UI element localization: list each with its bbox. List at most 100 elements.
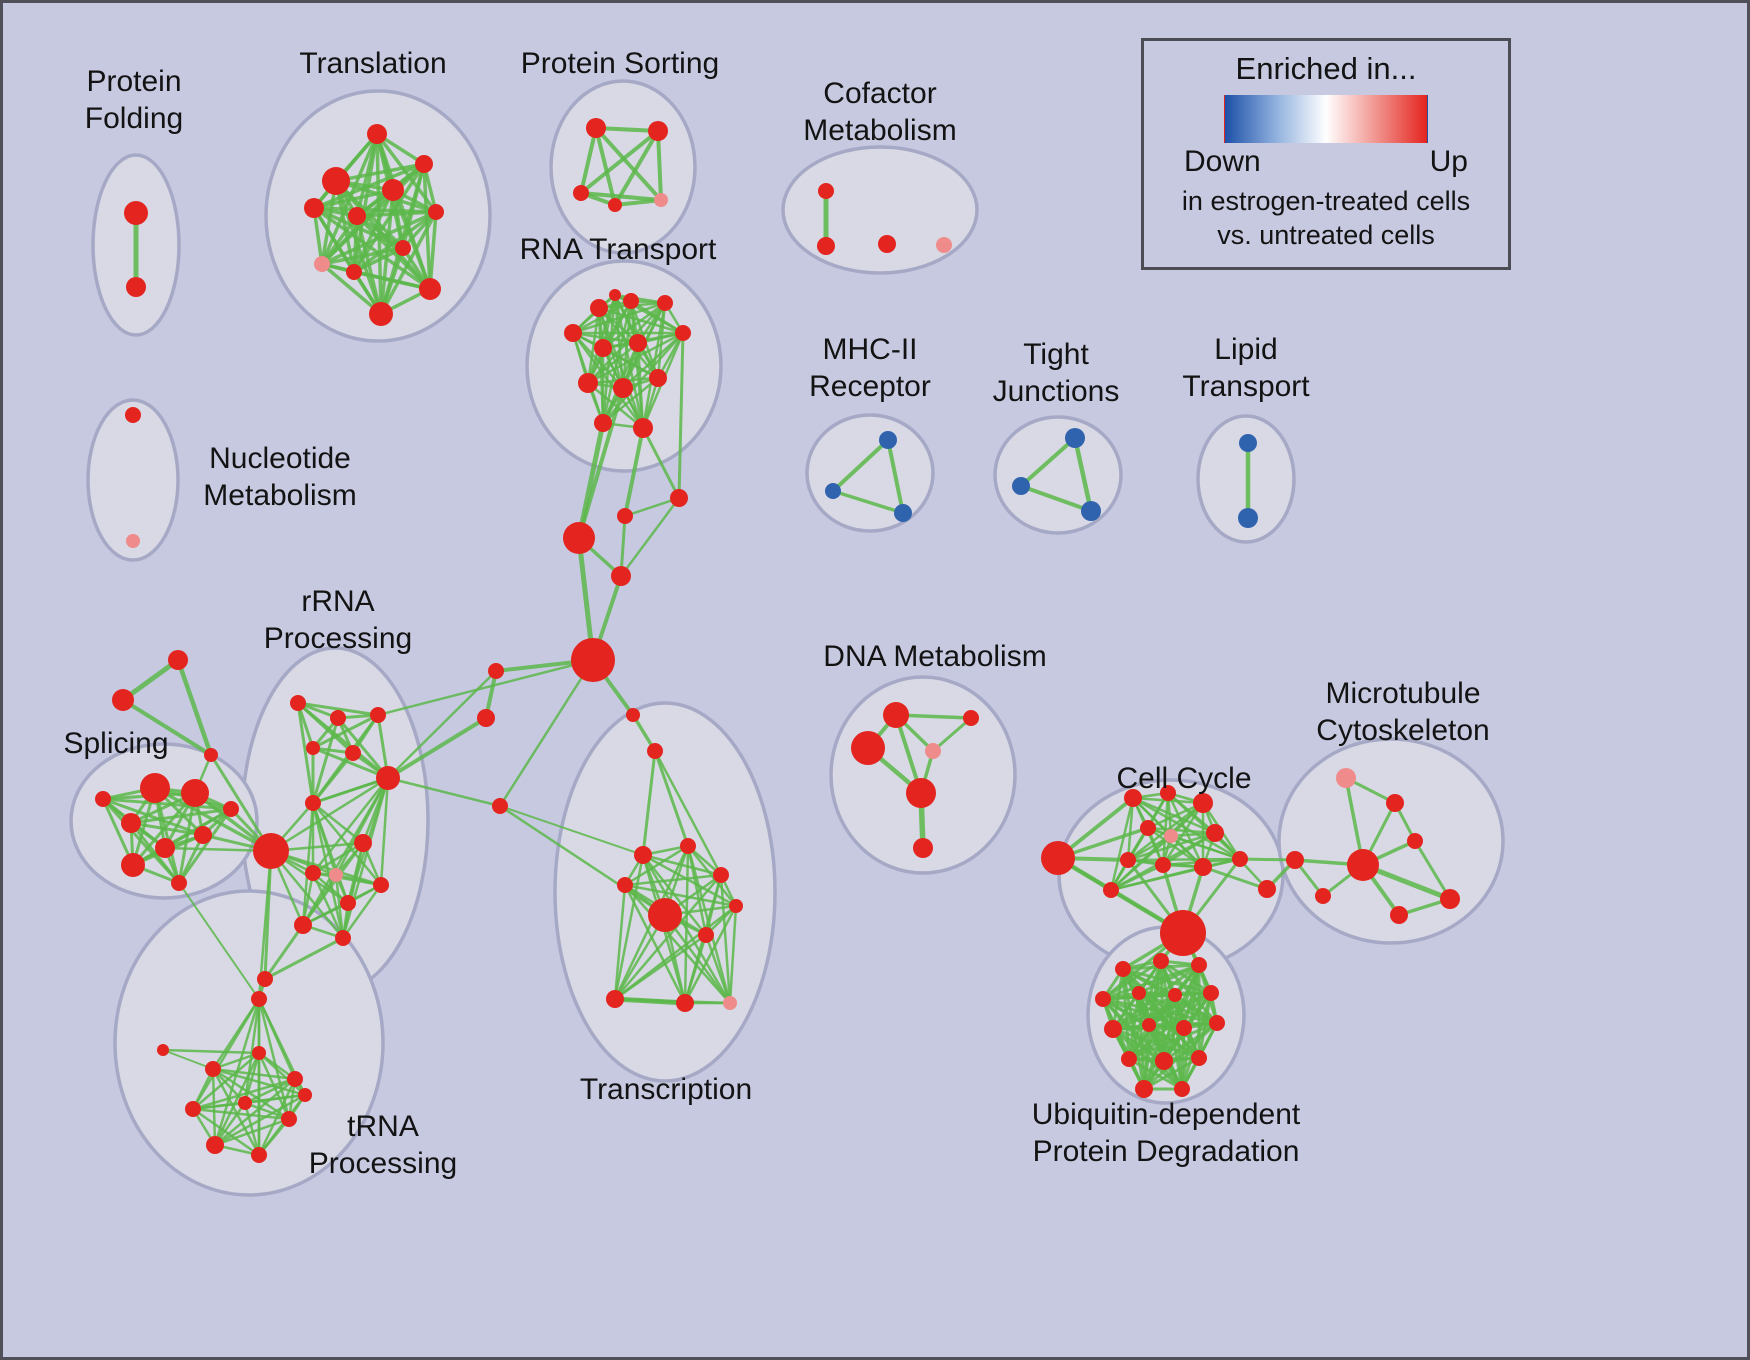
network-edge xyxy=(1111,991,1213,1031)
network-edge xyxy=(1126,831,1217,862)
gene-set-node-splicing-65 xyxy=(95,791,111,807)
gene-set-node-translation-13 xyxy=(395,240,411,256)
gene-set-node-connector-46 xyxy=(563,522,595,554)
network-edge xyxy=(311,713,380,750)
gene-set-node-rna-transport-31 xyxy=(613,378,633,398)
gene-set-node-connector-124 xyxy=(1258,880,1276,898)
network-edge xyxy=(312,162,426,210)
gene-set-node-trna-processing-91 xyxy=(251,1147,267,1163)
gene-set-node-cofactor-metabolism-21 xyxy=(878,235,896,253)
gene-set-node-splicing-63 xyxy=(223,801,239,817)
network-svg xyxy=(69,79,1505,1197)
gene-set-node-nucleotide-metabolism-37 xyxy=(126,534,140,548)
network-edge xyxy=(341,883,383,940)
gene-set-node-mhc-ii-receptor-38 xyxy=(879,431,897,449)
network-edge xyxy=(191,997,261,1111)
legend-subtitle-line1: in estrogen-treated cells xyxy=(1181,186,1471,216)
gene-set-node-splicing-60 xyxy=(155,838,175,858)
gene-set-node-tight-junctions-43 xyxy=(1081,501,1101,521)
gene-set-node-ubiquitin-degradation-148 xyxy=(1174,1081,1190,1097)
network-edge xyxy=(178,882,260,1000)
gene-set-node-microtubule-cytoskeleton-127 xyxy=(1347,849,1379,881)
gene-set-node-ubiquitin-degradation-133 xyxy=(1115,961,1131,977)
gene-set-node-translation-6 xyxy=(348,207,366,225)
gene-set-node-microtubule-cytoskeleton-132 xyxy=(1286,851,1304,869)
network-edge xyxy=(312,188,395,210)
network-edge xyxy=(311,841,365,875)
network-edge xyxy=(243,1051,261,1105)
gene-set-node-rrna-processing-70 xyxy=(345,745,361,761)
gene-set-node-ubiquitin-degradation-136 xyxy=(1095,991,1111,1007)
gene-set-node-transcription-94 xyxy=(647,743,663,759)
network-edge xyxy=(101,797,135,867)
cluster-ellipse-trna-processing xyxy=(113,889,385,1197)
gene-set-node-connector-55 xyxy=(112,689,134,711)
gene-set-node-mhc-ii-receptor-40 xyxy=(894,504,912,522)
network-edge xyxy=(623,496,681,518)
gene-set-node-translation-11 xyxy=(369,302,393,326)
gene-set-node-ubiquitin-degradation-134 xyxy=(1153,953,1169,969)
network-edge xyxy=(1146,801,1205,830)
gene-set-node-rrna-processing-81 xyxy=(257,971,273,987)
network-edge xyxy=(101,797,181,885)
network-edge xyxy=(257,1093,307,1157)
gene-set-node-translation-8 xyxy=(415,155,433,173)
gene-set-node-cell-cycle-119 xyxy=(1155,857,1171,873)
legend-title: Enriched in... xyxy=(1235,51,1417,86)
gene-set-node-rna-transport-28 xyxy=(594,339,612,357)
gene-set-node-cell-cycle-117 xyxy=(1206,824,1224,842)
gene-set-node-rrna-processing-74 xyxy=(329,868,343,882)
gene-set-node-dna-metabolism-105 xyxy=(883,702,909,728)
network-edge xyxy=(386,776,502,808)
gene-set-node-rna-transport-26 xyxy=(657,295,673,311)
gene-set-node-cell-cycle-121 xyxy=(1232,851,1248,867)
network-edge xyxy=(352,188,395,274)
cluster-ellipse-protein-sorting xyxy=(549,79,697,255)
network-edge xyxy=(336,716,390,780)
network-edge xyxy=(641,749,657,857)
gene-set-node-translation-9 xyxy=(428,204,444,220)
gene-set-node-cell-cycle-115 xyxy=(1140,820,1156,836)
network-edge xyxy=(586,381,645,430)
gene-set-node-splicing-62 xyxy=(194,826,212,844)
network-edge xyxy=(213,1117,291,1147)
network-edge xyxy=(101,797,233,811)
gene-set-node-splicing-57 xyxy=(140,773,170,803)
gene-set-node-cell-cycle-116 xyxy=(1164,829,1178,843)
network-edge xyxy=(263,923,305,981)
gene-set-node-microtubule-cytoskeleton-131 xyxy=(1315,888,1331,904)
network-edge xyxy=(623,883,738,908)
gene-set-node-rna-transport-33 xyxy=(594,414,612,432)
network-edge xyxy=(677,331,685,500)
network-edge xyxy=(1238,857,1297,862)
gene-set-node-dna-metabolism-110 xyxy=(913,838,933,858)
gene-set-node-microtubule-cytoskeleton-125 xyxy=(1336,768,1356,788)
gene-set-node-rna-transport-24 xyxy=(590,299,608,317)
network-edge xyxy=(269,849,383,887)
network-edge xyxy=(401,210,438,250)
gene-set-node-ubiquitin-degradation-142 xyxy=(1176,1020,1192,1036)
network-edge xyxy=(1126,796,1135,862)
network-edge xyxy=(1109,796,1135,892)
network-edge xyxy=(636,341,645,430)
network-edge xyxy=(296,701,315,805)
network-edge xyxy=(623,873,723,887)
gene-set-node-ubiquitin-degradation-140 xyxy=(1104,1020,1122,1038)
network-edge xyxy=(1147,991,1213,1027)
network-edge xyxy=(613,904,738,1001)
network-edge xyxy=(121,698,213,757)
gene-set-node-cell-cycle-114 xyxy=(1193,793,1213,813)
network-edge xyxy=(579,191,663,202)
network-edge xyxy=(498,804,667,917)
network-edge xyxy=(594,126,660,133)
gene-set-node-trna-processing-82 xyxy=(157,1044,169,1056)
network-edge xyxy=(1127,1021,1219,1061)
gene-set-node-ubiquitin-degradation-143 xyxy=(1209,1015,1225,1031)
network-edge xyxy=(162,1049,214,1070)
gene-set-node-connector-52 xyxy=(477,709,495,727)
gene-set-node-rrna-processing-79 xyxy=(294,916,312,934)
network-edge xyxy=(379,776,390,887)
cluster-ellipse-mhc-ii-receptor xyxy=(805,413,935,533)
network-edge xyxy=(586,341,640,385)
